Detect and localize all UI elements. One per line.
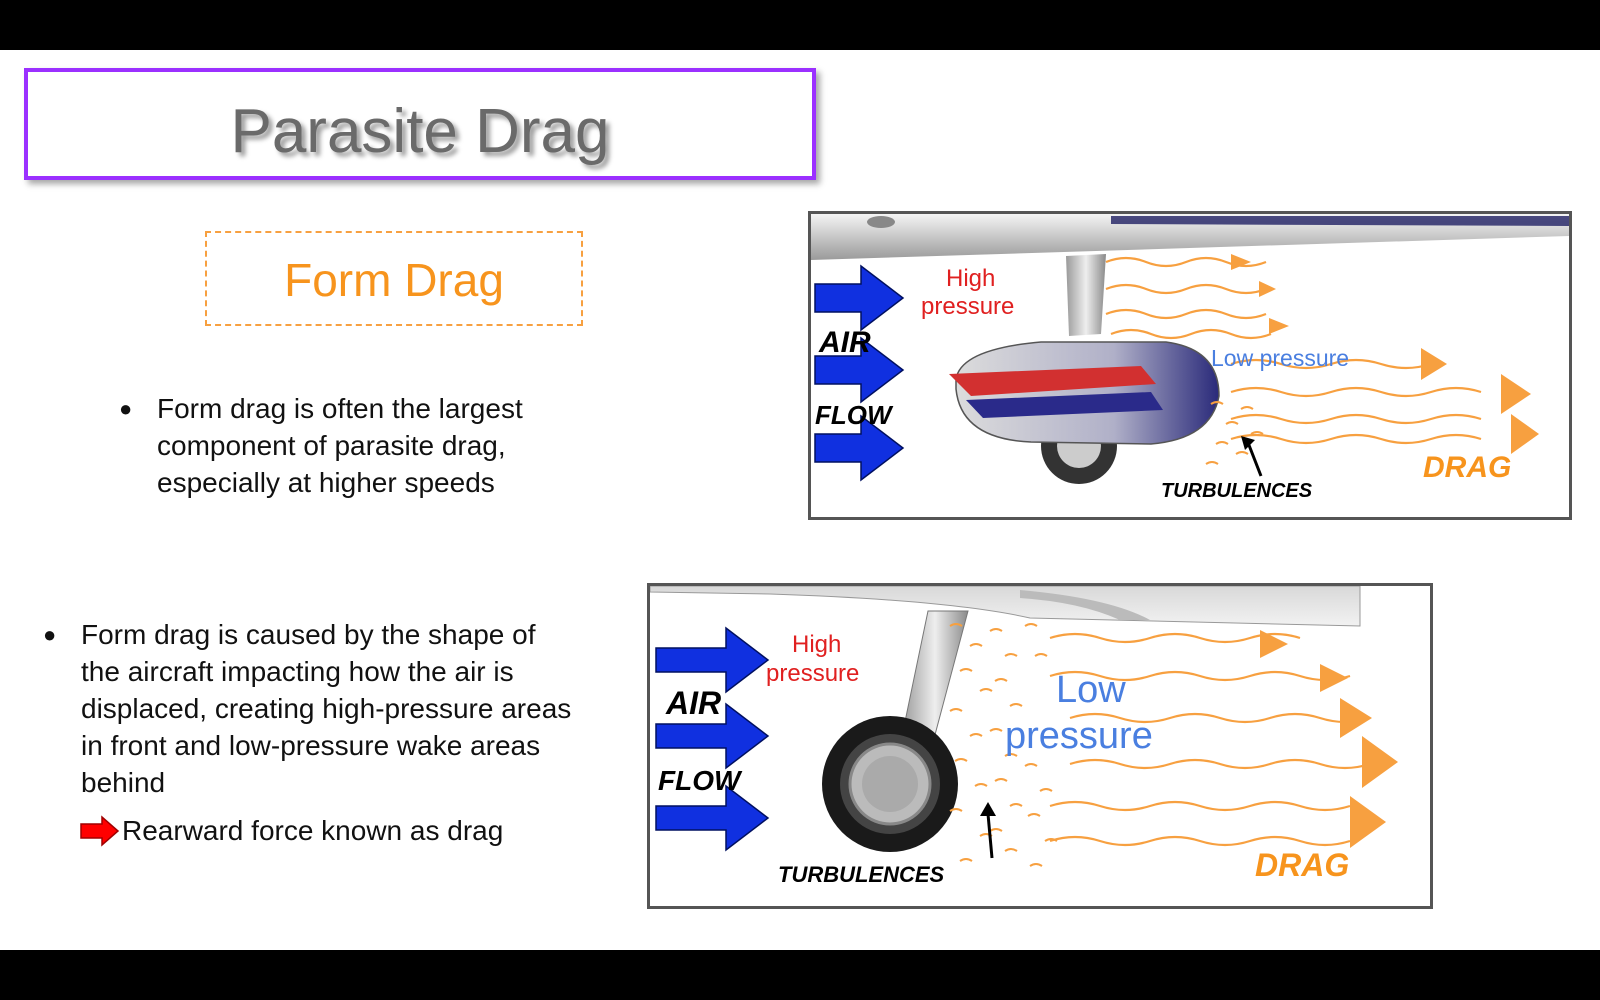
air-label: AIR [818, 326, 871, 359]
bullet-text-2: Form drag is caused by the shape of the … [81, 619, 572, 798]
air-flow-arrow [655, 784, 770, 852]
form-drag-diagram-fairing: AIR FLOW High pressure Low pressure TURB… [808, 211, 1572, 520]
sub-bullet-text: Rearward force known as drag [122, 815, 504, 846]
title-box: Parasite Drag [24, 68, 816, 180]
air-label: AIR [665, 685, 721, 721]
low-pressure-label: Low pressure [1211, 345, 1349, 371]
slide: Parasite Drag Form Drag ● Form drag is o… [0, 50, 1600, 950]
bullet-dot-icon: ● [119, 396, 133, 421]
air-flow-arrow [655, 702, 770, 770]
turbulences-label: TURBULENCES [1161, 480, 1313, 502]
low-pressure-label-line2: pressure [1005, 715, 1153, 757]
subtitle-box: Form Drag [205, 231, 583, 326]
fuselage-shape [650, 586, 1361, 627]
form-drag-diagram-wheel: AIR FLOW High pressure Low pressure TURB… [647, 583, 1433, 909]
drag-label: DRAG [1423, 451, 1511, 484]
fairing-pod-shape [955, 341, 1220, 445]
bullet-item-1: ● Form drag is often the largest compone… [119, 390, 617, 501]
air-flow-arrow [814, 336, 905, 404]
high-pressure-label-line1: High [946, 265, 995, 292]
flow-label: FLOW [815, 400, 894, 430]
high-pressure-label-line1: High [792, 631, 841, 658]
slide-title: Parasite Drag [230, 97, 610, 166]
high-pressure-label-line2: pressure [766, 660, 859, 687]
sub-bullet: Rearward force known as drag [80, 815, 503, 847]
bullet-item-2: ● Form drag is caused by the shape of th… [43, 616, 581, 801]
red-arrow-icon [80, 815, 120, 847]
drag-label: DRAG [1255, 847, 1349, 883]
slide-subtitle: Form Drag [284, 254, 504, 306]
bullet-text-1: Form drag is often the largest component… [157, 393, 523, 498]
fairing-diagram-svg: AIR FLOW High pressure Low pressure TURB… [811, 214, 1569, 502]
wheel-diagram-svg: AIR FLOW High pressure Low pressure TURB… [650, 586, 1398, 887]
air-flow-arrow [814, 414, 905, 482]
air-flow-arrow [655, 626, 770, 694]
high-pressure-label-line2: pressure [921, 293, 1014, 320]
low-pressure-label-line1: Low [1056, 669, 1126, 711]
wing-shape [811, 214, 1569, 260]
turbulences-label: TURBULENCES [778, 862, 945, 887]
flow-label: FLOW [658, 765, 743, 796]
air-flow-arrow [814, 264, 905, 332]
strut-shape [1066, 254, 1106, 336]
bullet-dot-icon: ● [43, 622, 57, 647]
